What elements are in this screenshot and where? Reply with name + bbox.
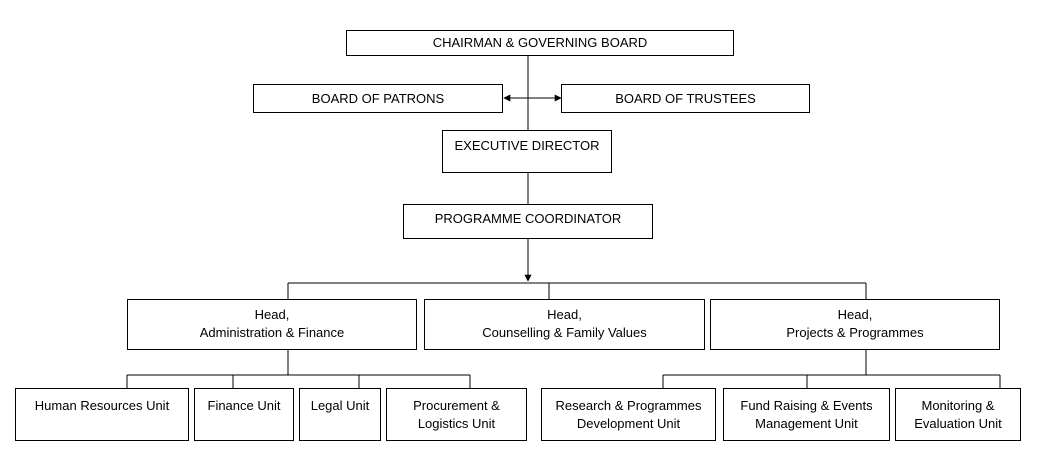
chairman-label: CHAIRMAN & GOVERNING BOARD — [432, 35, 648, 50]
board-of-patrons-box: BOARD OF PATRONS — [253, 84, 503, 113]
finance-unit-label: Finance Unit — [207, 398, 281, 413]
legal-unit-box: Legal Unit — [299, 388, 381, 441]
programme-coordinator-box: PROGRAMME COORDINATOR — [403, 204, 653, 239]
head-admin-finance-label: Head, Administration & Finance — [199, 307, 345, 340]
research-unit-label: Research & Programmes Development Unit — [555, 398, 702, 431]
head-projects-label: Head, Projects & Programmes — [786, 307, 924, 340]
procurement-unit-box: Procurement & Logistics Unit — [386, 388, 527, 441]
legal-unit-label: Legal Unit — [310, 398, 370, 413]
fund-raising-unit-box: Fund Raising & Events Management Unit — [723, 388, 890, 441]
finance-unit-box: Finance Unit — [194, 388, 294, 441]
research-unit-box: Research & Programmes Development Unit — [541, 388, 716, 441]
monitoring-unit-label: Monitoring & Evaluation Unit — [914, 398, 1002, 431]
head-projects-box: Head, Projects & Programmes — [710, 299, 1000, 350]
human-resources-unit-box: Human Resources Unit — [15, 388, 189, 441]
executive-director-box: EXECUTIVE DIRECTOR — [442, 130, 612, 173]
board-of-trustees-box: BOARD OF TRUSTEES — [561, 84, 810, 113]
monitoring-unit-box: Monitoring & Evaluation Unit — [895, 388, 1021, 441]
procurement-unit-label: Procurement & Logistics Unit — [413, 398, 500, 431]
programme-coordinator-label: PROGRAMME COORDINATOR — [434, 211, 622, 226]
head-admin-finance-box: Head, Administration & Finance — [127, 299, 417, 350]
executive-director-label: EXECUTIVE DIRECTOR — [454, 138, 600, 153]
human-resources-unit-label: Human Resources Unit — [34, 398, 170, 413]
head-counselling-label: Head, Counselling & Family Values — [482, 307, 647, 340]
patrons-label: BOARD OF PATRONS — [311, 90, 445, 106]
fund-raising-unit-label: Fund Raising & Events Management Unit — [740, 398, 873, 431]
trustees-label: BOARD OF TRUSTEES — [615, 90, 756, 106]
chairman-box: CHAIRMAN & GOVERNING BOARD — [346, 30, 734, 56]
head-counselling-box: Head, Counselling & Family Values — [424, 299, 705, 350]
